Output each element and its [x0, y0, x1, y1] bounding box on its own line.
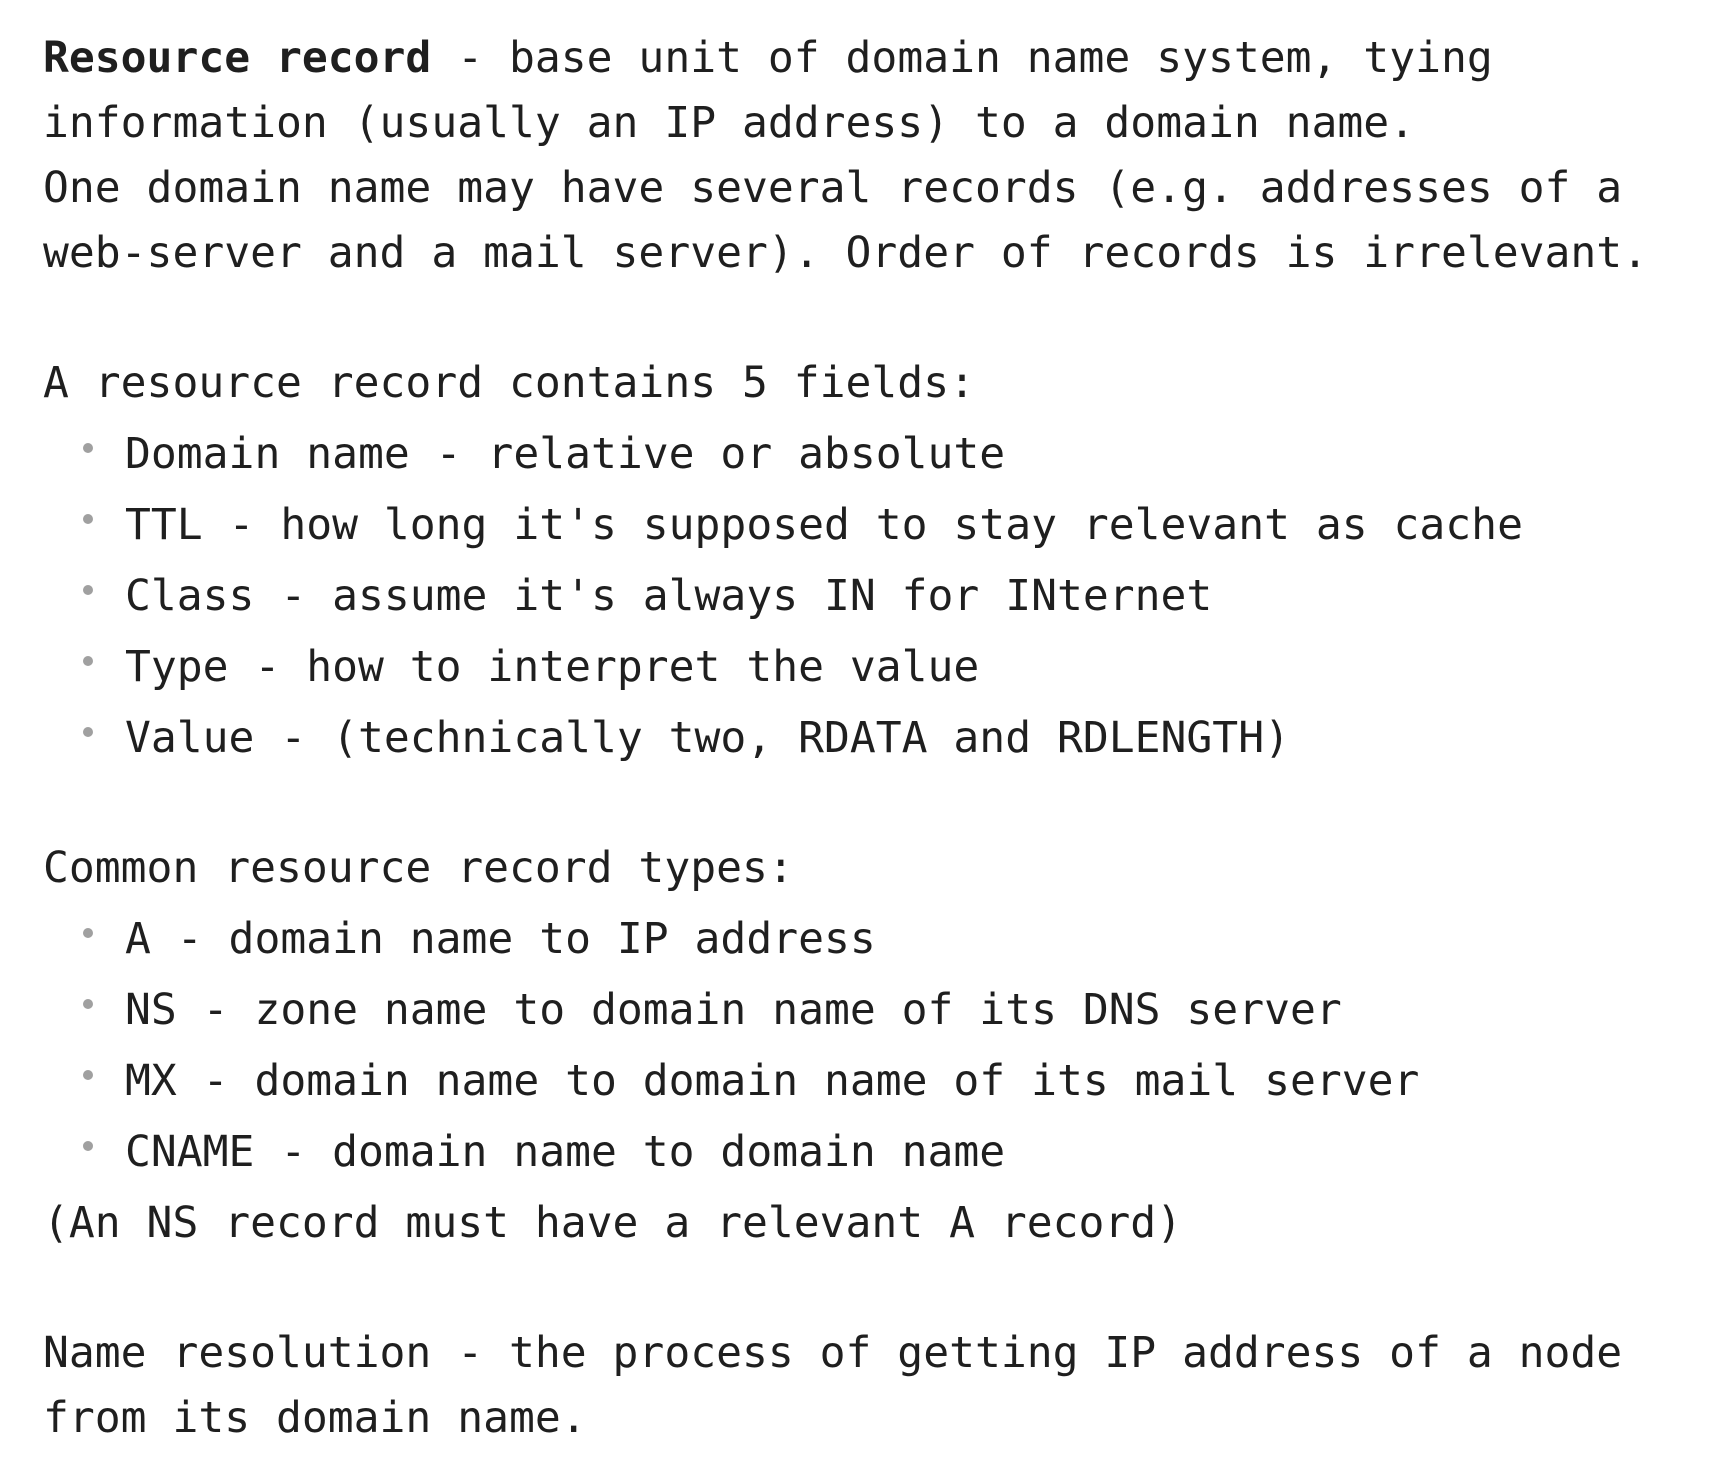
- fields-list: Domain name - relative or absolute TTL -…: [43, 422, 1680, 771]
- intro-line-3: One domain name may have several records…: [43, 163, 1623, 213]
- list-item-text: Domain name - relative or absolute: [125, 429, 1006, 479]
- list-item-text: TTL - how long it's supposed to stay rel…: [125, 500, 1523, 550]
- list-item: Class - assume it's always IN for INtern…: [43, 564, 1680, 629]
- list-item-text: Value - (technically two, RDATA and RDLE…: [125, 713, 1290, 763]
- list-item-text: Class - assume it's always IN for INtern…: [125, 571, 1213, 621]
- list-item-text: CNAME - domain name to domain name: [125, 1127, 1006, 1177]
- list-item: TTL - how long it's supposed to stay rel…: [43, 493, 1680, 558]
- list-item: MX - domain name to domain name of its m…: [43, 1049, 1680, 1114]
- list-item-text: MX - domain name to domain name of its m…: [125, 1056, 1420, 1106]
- list-item: Type - how to interpret the value: [43, 635, 1680, 700]
- intro-paragraph: Resource record - base unit of domain na…: [43, 26, 1680, 286]
- types-note: (An NS record must have a relevant A rec…: [43, 1198, 1183, 1248]
- intro-line-2: information (usually an IP address) to a…: [43, 98, 1416, 148]
- types-list: A - domain name to IP address NS - zone …: [43, 907, 1680, 1185]
- list-item-text: Type - how to interpret the value: [125, 642, 980, 692]
- list-item: A - domain name to IP address: [43, 907, 1680, 972]
- resolution-line-1: Name resolution - the process of getting…: [43, 1328, 1623, 1378]
- term-resource-record: Resource record: [43, 33, 432, 83]
- types-section: Common resource record types: A - domain…: [43, 836, 1680, 1256]
- fields-section: A resource record contains 5 fields: Dom…: [43, 351, 1680, 771]
- types-heading: Common resource record types:: [43, 843, 794, 893]
- fields-heading: A resource record contains 5 fields:: [43, 358, 975, 408]
- intro-line-1-rest: - base unit of domain name system, tying: [431, 33, 1493, 83]
- list-item: Domain name - relative or absolute: [43, 422, 1680, 487]
- resolution-line-2: from its domain name.: [43, 1393, 587, 1443]
- bullet-icon: [83, 999, 93, 1009]
- list-item: CNAME - domain name to domain name: [43, 1120, 1680, 1185]
- intro-line-1: Resource record - base unit of domain na…: [43, 26, 1680, 91]
- bullet-icon: [83, 1070, 93, 1080]
- bullet-icon: [83, 656, 93, 666]
- bullet-icon: [83, 1141, 93, 1151]
- list-item-text: NS - zone name to domain name of its DNS…: [125, 985, 1342, 1035]
- resolution-paragraph: Name resolution - the process of getting…: [43, 1321, 1680, 1451]
- intro-line-4: web-server and a mail server). Order of …: [43, 228, 1649, 278]
- list-item: NS - zone name to domain name of its DNS…: [43, 978, 1680, 1043]
- bullet-icon: [83, 443, 93, 453]
- bullet-icon: [83, 727, 93, 737]
- bullet-icon: [83, 514, 93, 524]
- list-item: Value - (technically two, RDATA and RDLE…: [43, 706, 1680, 771]
- bullet-icon: [83, 928, 93, 938]
- bullet-icon: [83, 585, 93, 595]
- list-item-text: A - domain name to IP address: [125, 914, 876, 964]
